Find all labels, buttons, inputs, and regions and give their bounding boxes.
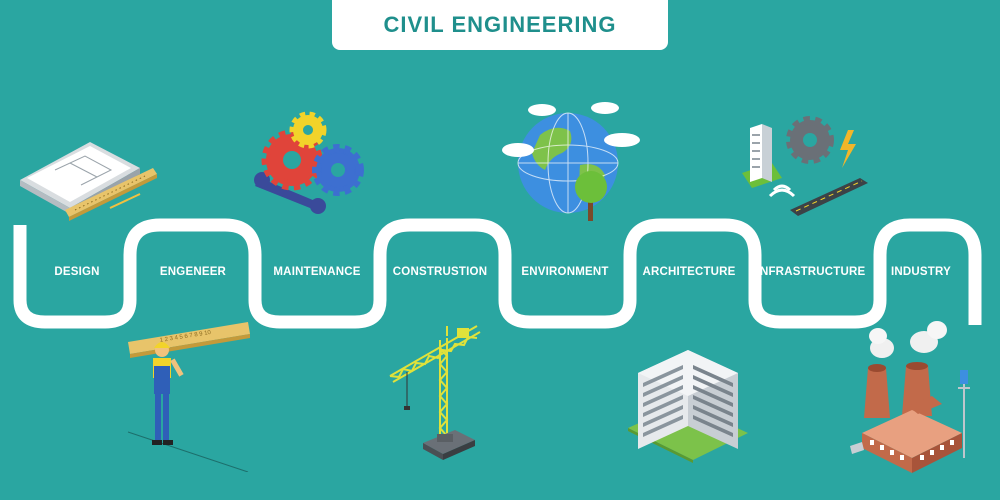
step-label-industry: INDUSTRY — [891, 266, 951, 278]
gears-wrench-icon — [254, 111, 364, 214]
blueprint-ruler-icon — [20, 142, 157, 221]
step-label-maintenance: MAINTENANCE — [273, 266, 361, 278]
step-label-design: DESIGN — [54, 266, 100, 278]
step-label-infrastructure: INFRASTRUCTURE — [756, 266, 866, 278]
page-title: CIVIL ENGINEERING — [383, 12, 617, 37]
tower-crane-icon — [389, 325, 481, 460]
city-gear-power-road-icon — [742, 116, 868, 216]
office-building-icon — [628, 350, 748, 463]
globe-tree-icon — [502, 102, 640, 221]
step-label-environment: ENVIRONMENT — [521, 266, 609, 278]
engineer-with-ruler-icon: 1 2 3 4 5 6 7 8 9 10 — [127, 322, 250, 472]
step-label-architecture: ARCHITECTURE — [642, 266, 736, 278]
title-banner: CIVIL ENGINEERING — [332, 0, 668, 50]
factory-smokestacks-icon — [850, 321, 970, 473]
step-label-construstion: CONSTRUSTION — [392, 266, 488, 278]
step-label-engeneer: ENGENEER — [159, 266, 227, 278]
